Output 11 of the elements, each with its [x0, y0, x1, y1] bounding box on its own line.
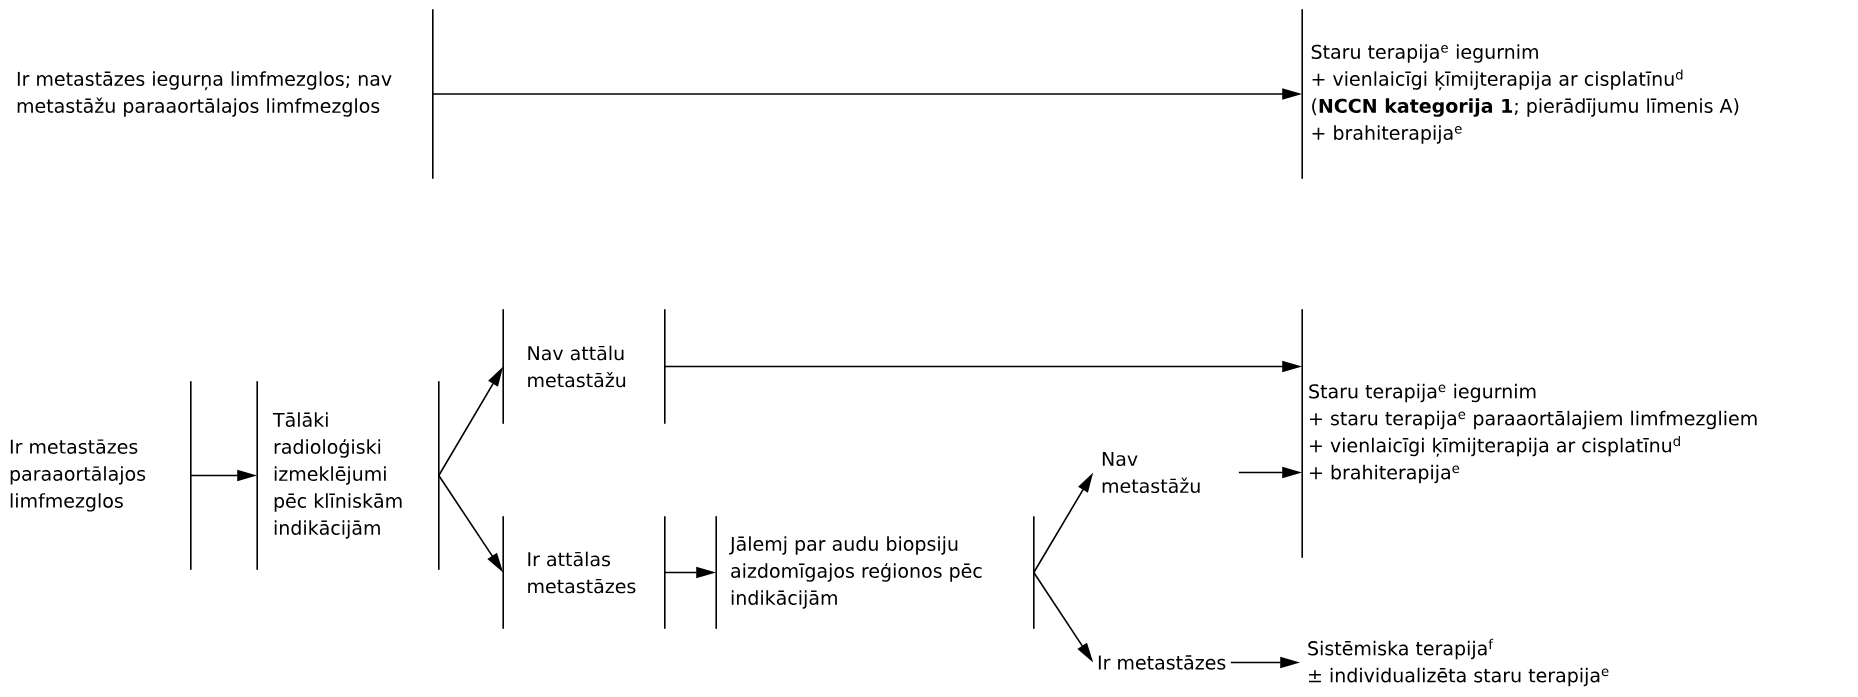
outcome-text: Sistēmiska terapija$^{f}$ ± individualizēta staru terapija$^{e}$ — [1308, 638, 1609, 687]
bracketed-text: Jālemj par audu biopsiju aizdomīgajos reģionos pēc indikācijām — [715, 515, 1035, 630]
bracketed-text: Ir metastāzes iegurņa limfmezglos; nav metastāžu paraaortālajos limfmezglos — [17, 8, 434, 180]
bracketed-text: Staru terapija$^{e}$ iegurnim + vienlaicīgi ķīmijterapija ar cisplatīnu$^{d}$ (NCCN kategorija 1; pierādījumu līmenis A) + brahiterapija$^{e}$ — [1301, 8, 1739, 180]
bracketed-text: Ir metastāzes paraaortālajos limfmezglos — [10, 380, 192, 571]
outcome-text: Ir metastāzes — [1098, 655, 1226, 670]
bracketed-text: Nav attālu metastāžu — [502, 308, 666, 425]
bracketed-text: Staru terapija$^{e}$ iegurnim + staru terapija$^{e}$ paraaortālajiem limfmezgliem + vienlaicīgi ķīmijterapija ar cisplatīnu$^{d}$ + brahiterapija$^{e}$ — [1301, 308, 1757, 559]
outcome-text: Nav metastāžu — [1102, 451, 1200, 494]
bracketed-text: Tālāki radioloģiski izmeklējumi pēc klīniskām indikācijām — [256, 380, 440, 571]
bracketed-text: Ir attālas metastāzes — [502, 515, 666, 630]
